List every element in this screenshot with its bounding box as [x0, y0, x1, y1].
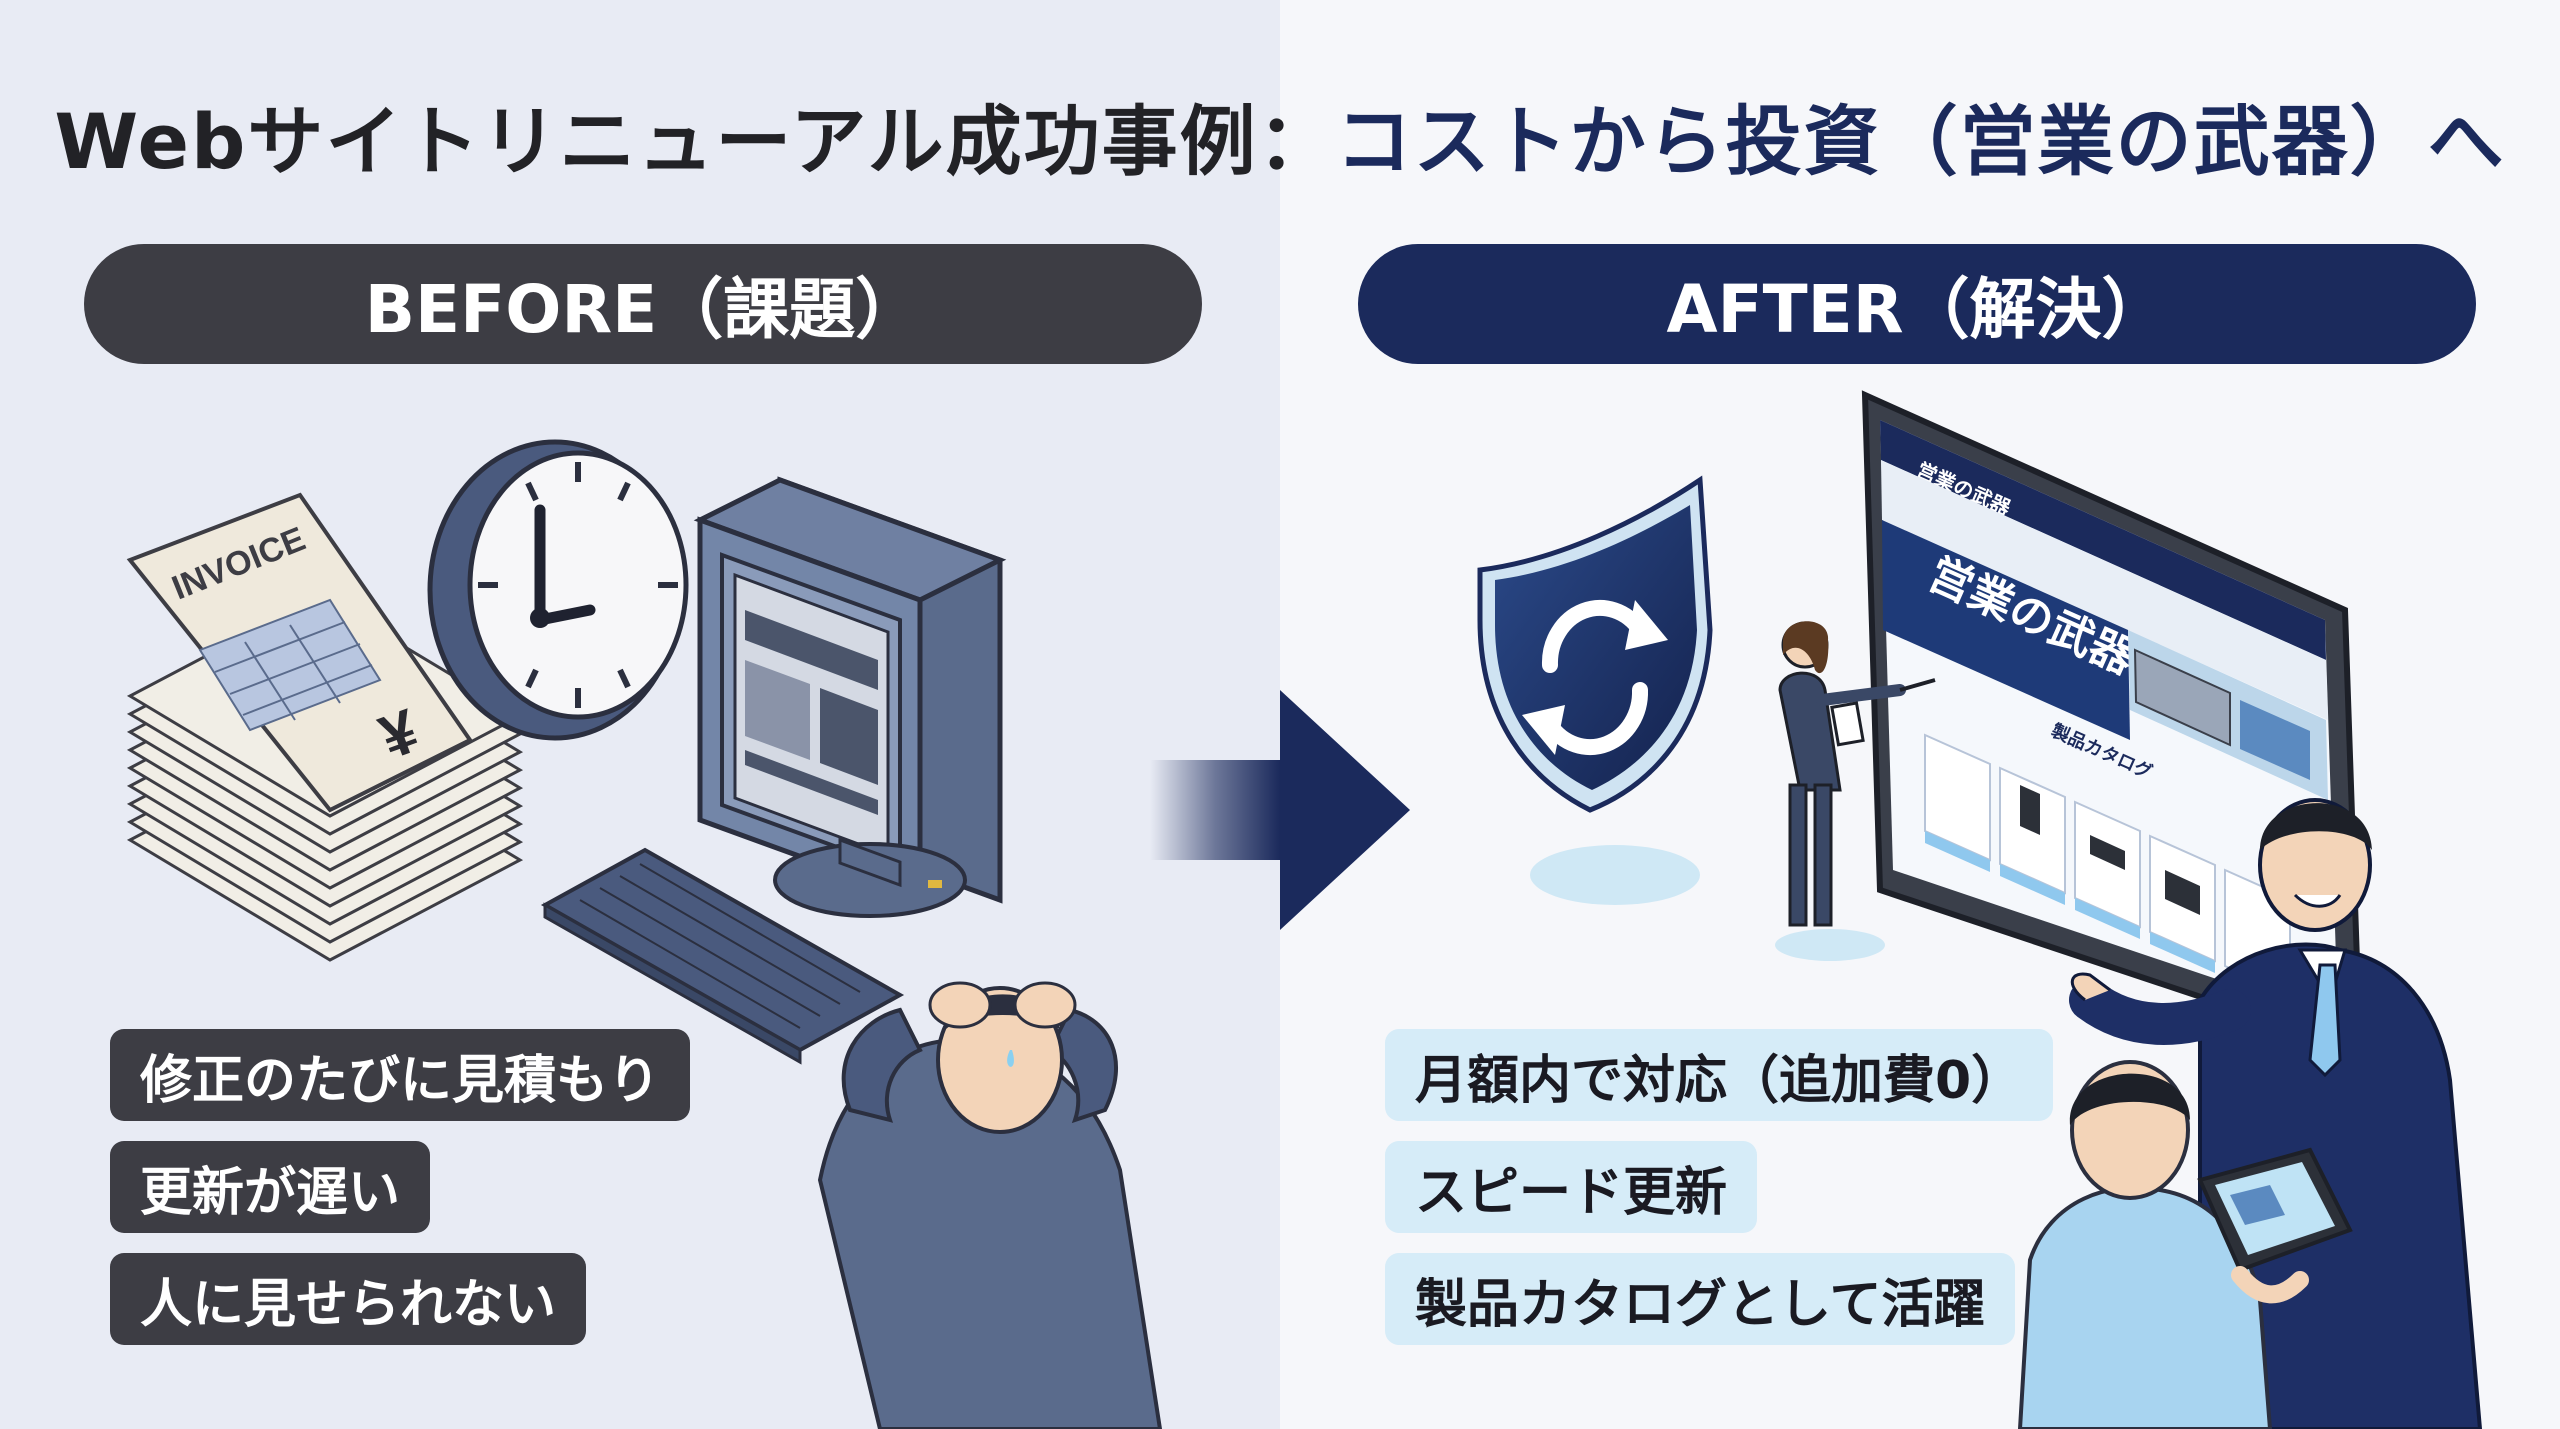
customer-icon [2017, 1060, 2353, 1429]
stressed-man-icon [817, 981, 1163, 1429]
businessman-icon [2069, 798, 2483, 1429]
page-title: Webサイトリニューアル成功事例：コストから投資（営業の武器）へ [0, 80, 2560, 190]
transition-arrow-icon [1150, 690, 1410, 930]
invoice-stack-icon: INVOICE ¥ [126, 492, 524, 962]
solution-tag-3: 製品カタログとして活躍 [1385, 1253, 2016, 1345]
clock-icon [427, 439, 689, 741]
problem-tag-2: 更新が遅い [110, 1141, 431, 1233]
shield-refresh-icon [1477, 475, 1713, 905]
old-monitor-icon [693, 476, 1007, 918]
solution-tag-1: 月額内で対応（追加費0） [1385, 1029, 2054, 1121]
solution-tag-2: スピード更新 [1385, 1141, 1758, 1233]
before-heading: BEFORE（課題） [84, 244, 1202, 364]
title-part-2: コストから投資（営業の武器）へ [1335, 97, 2506, 186]
after-heading: AFTER（解決） [1358, 244, 2476, 364]
presenter-woman-icon [1775, 621, 1936, 961]
problem-tag-1: 修正のたびに見積もり [110, 1029, 691, 1121]
problem-tag-3: 人に見せられない [110, 1253, 587, 1345]
tablet-website-icon: 営業の武器 営業の武器 製品カタログ [1861, 390, 2364, 1055]
keyboard-icon [540, 847, 905, 1065]
title-part-1: Webサイトリニューアル成功事例： [54, 97, 1336, 186]
